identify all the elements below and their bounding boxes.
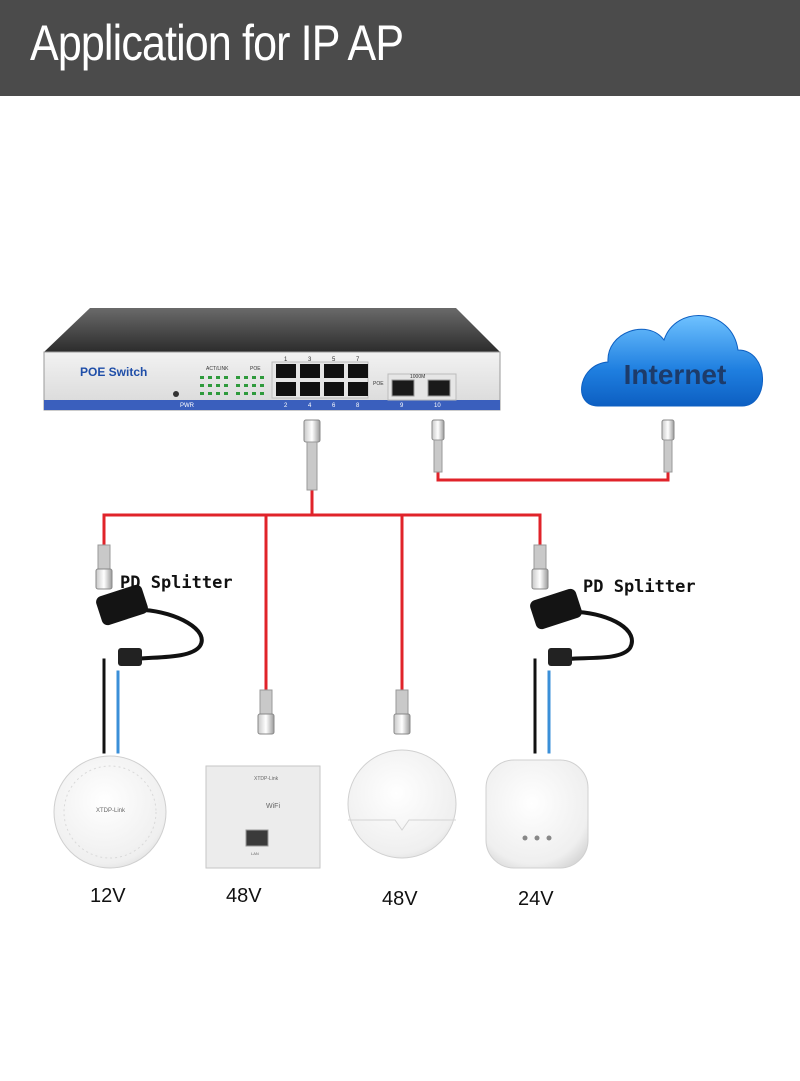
square-ap-24v: 24V [485, 759, 589, 910]
header-bar: Application for IP AP [0, 0, 800, 96]
voltage-label: 48V [382, 888, 418, 910]
internet-cloud: Internet [581, 315, 763, 407]
cables [102, 470, 670, 754]
power-led [173, 391, 179, 397]
device-brand: XTDP-Link [96, 808, 126, 814]
poe-side-label: POE [373, 381, 384, 387]
device-brand: XTDP-Link [254, 776, 279, 782]
pd-splitter-left: PD Splitter [96, 573, 233, 666]
wifi-label: WiFi [266, 803, 280, 810]
rj45-connector [531, 544, 549, 590]
rj45-connector [257, 689, 275, 735]
port-number: 1 [284, 357, 288, 363]
poe-led-label: POE [250, 366, 261, 372]
lan-label: LAN [251, 851, 259, 856]
port-number: 4 [308, 403, 312, 409]
port-number: 6 [332, 403, 336, 409]
port-number: 7 [356, 357, 360, 363]
rj45-connector [303, 419, 321, 491]
round-ap-48v: 48V [347, 749, 457, 910]
gigabit-label: 1000M [410, 374, 425, 380]
pd-splitter-right: PD Splitter [530, 577, 696, 666]
port-number: 2 [284, 403, 288, 409]
splitter-label: PD Splitter [583, 577, 696, 597]
switch-label: POE Switch [80, 365, 147, 379]
port-number: 5 [332, 357, 336, 363]
status-led-grid [200, 376, 264, 395]
uplink-port-block: 1000M 9 10 [387, 373, 457, 409]
wall-panel-ap-48v: XTDP-Link WiFi LAN 48V [205, 765, 321, 907]
splitter-label: PD Splitter [120, 573, 233, 593]
voltage-label: 24V [518, 888, 554, 910]
port-number: 9 [400, 403, 404, 409]
port-number: 8 [356, 403, 360, 409]
act-link-label: ACT/LINK [206, 366, 229, 372]
poe-port-block: 1 3 5 7 2 4 6 8 POE [271, 357, 384, 409]
rj45-connector [661, 419, 675, 473]
poe-switch: POE Switch PWR ACT/LINK POE 1 3 5 7 2 4 … [43, 308, 501, 411]
network-diagram: POE Switch PWR ACT/LINK POE 1 3 5 7 2 4 … [43, 308, 763, 910]
rj45-connector [393, 689, 411, 735]
voltage-label: 48V [226, 885, 262, 907]
rj45-connector [431, 419, 445, 473]
pwr-label: PWR [180, 403, 195, 409]
port-number: 3 [308, 357, 312, 363]
rj45-connector [95, 544, 113, 590]
voltage-label: 12V [90, 885, 126, 907]
cloud-label: Internet [624, 359, 727, 390]
page-title: Application for IP AP [30, 15, 404, 71]
port-number: 10 [434, 403, 441, 409]
ceiling-ap-12v: XTDP-Link 12V [53, 755, 167, 907]
